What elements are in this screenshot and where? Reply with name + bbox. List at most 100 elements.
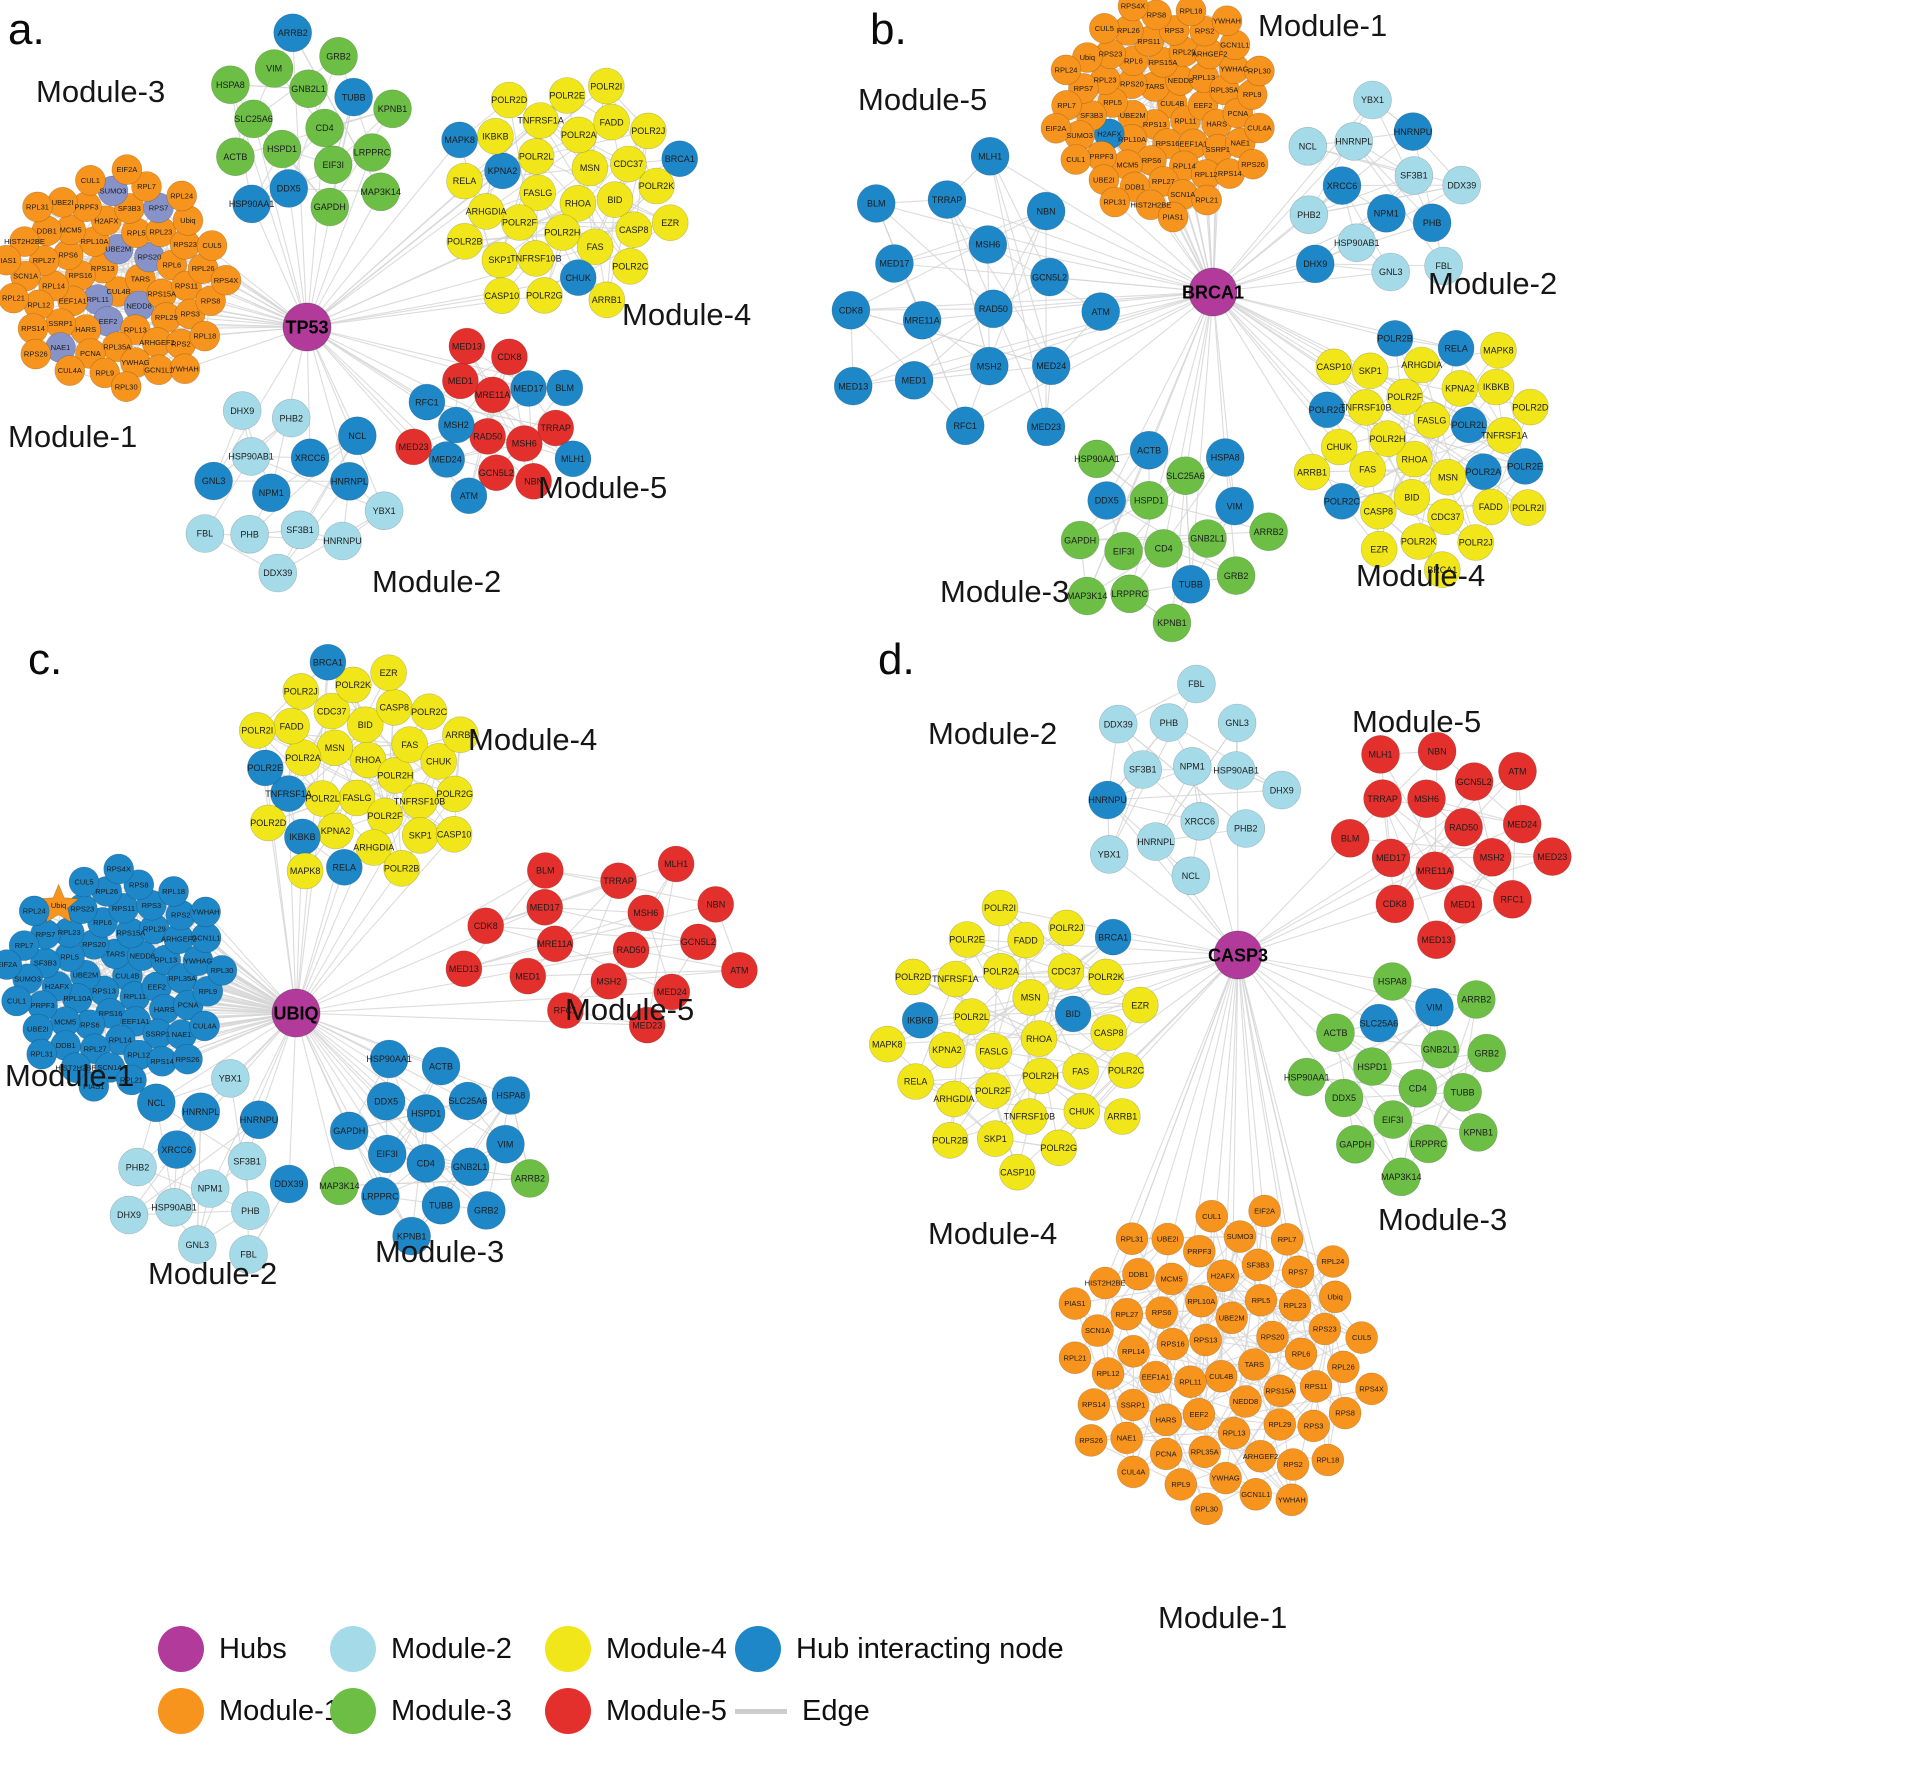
node-KPNA2[interactable]: [484, 152, 521, 190]
node-CUL5[interactable]: [68, 866, 100, 898]
node-RPL12[interactable]: [1091, 1357, 1125, 1390]
node-FADD[interactable]: [273, 707, 310, 745]
node-CUL4A[interactable]: [1244, 112, 1275, 144]
node-HNRNPL[interactable]: [1334, 122, 1374, 161]
node-EIF2A[interactable]: [0, 949, 23, 980]
node-MAPK8[interactable]: [1480, 331, 1517, 369]
hub-node-BRCA1[interactable]: [1188, 267, 1238, 317]
node-XRCC6[interactable]: [157, 1130, 197, 1169]
node-TNFRSF1A[interactable]: [270, 775, 307, 812]
node-POLR2F[interactable]: [1386, 378, 1424, 416]
node-RPS26[interactable]: [172, 1043, 203, 1075]
node-TNFRSF1A[interactable]: [1486, 417, 1523, 454]
node-FAS[interactable]: [391, 726, 429, 763]
node-GNL3[interactable]: [194, 461, 233, 501]
node-PHB2[interactable]: [118, 1147, 157, 1187]
node-TRRAP[interactable]: [1363, 779, 1402, 818]
node-FADD[interactable]: [1007, 921, 1044, 959]
node-ARRB2[interactable]: [1457, 980, 1496, 1019]
node-DHX9[interactable]: [1262, 770, 1301, 810]
node-MED17[interactable]: [1371, 838, 1411, 878]
node-POLR2G[interactable]: [1040, 1129, 1078, 1167]
node-POLR2H[interactable]: [1022, 1057, 1059, 1095]
node-RPL31[interactable]: [22, 191, 53, 223]
node-CDK8[interactable]: [1375, 884, 1415, 924]
node-CUL4A[interactable]: [189, 1010, 220, 1042]
node-ATM[interactable]: [450, 477, 488, 515]
node-RPS2[interactable]: [1276, 1448, 1310, 1481]
node-GCN1L1[interactable]: [190, 922, 222, 954]
node-GNB2L1[interactable]: [450, 1147, 490, 1187]
node-FAS[interactable]: [576, 228, 614, 265]
node-RPL27[interactable]: [1110, 1297, 1144, 1331]
node-XRCC6[interactable]: [1180, 801, 1219, 841]
node-BLM[interactable]: [1330, 818, 1370, 858]
node-PHB2[interactable]: [271, 398, 311, 438]
node-TNFRSF10B[interactable]: [1011, 1098, 1048, 1135]
node-RPL18[interactable]: [1311, 1443, 1345, 1477]
node-POLR2J[interactable]: [1048, 909, 1085, 947]
node-PIAS1[interactable]: [1157, 201, 1189, 233]
node-NBN[interactable]: [697, 886, 735, 923]
node-YBX1[interactable]: [1353, 80, 1392, 120]
node-CUL5[interactable]: [196, 230, 228, 261]
node-CUL1[interactable]: [75, 165, 106, 196]
node-TRRAP[interactable]: [600, 862, 637, 900]
node-TARS[interactable]: [1238, 1348, 1271, 1381]
node-BRCA1[interactable]: [1424, 551, 1461, 588]
node-MLH1[interactable]: [1361, 735, 1400, 774]
node-POLR2A[interactable]: [560, 116, 598, 154]
node-BLM[interactable]: [526, 852, 564, 889]
node-DHX9[interactable]: [222, 391, 262, 430]
node-SKP1[interactable]: [401, 817, 439, 854]
node-POLR2D[interactable]: [249, 804, 287, 842]
node-RHOA[interactable]: [559, 185, 597, 222]
node-TNFRSF1A[interactable]: [937, 960, 974, 998]
node-UBE2I[interactable]: [1151, 1222, 1184, 1256]
node-RPS23[interactable]: [1308, 1312, 1342, 1346]
node-MSH6[interactable]: [627, 894, 665, 932]
node-DHX9[interactable]: [109, 1195, 149, 1235]
node-EZR[interactable]: [651, 204, 689, 241]
node-PIAS1[interactable]: [1058, 1287, 1092, 1320]
node-ARHGDIA[interactable]: [467, 193, 505, 230]
node-SLC25A6[interactable]: [1359, 1003, 1399, 1043]
node-RPL24[interactable]: [18, 895, 50, 927]
node-POLR2B[interactable]: [446, 223, 484, 260]
node-HSPD1[interactable]: [406, 1094, 446, 1133]
node-ACTB[interactable]: [1129, 430, 1169, 470]
node-ARHGDIA[interactable]: [1403, 346, 1440, 384]
node-PIAS1[interactable]: [0, 244, 22, 276]
node-NBN[interactable]: [515, 462, 552, 500]
node-GNB2L1[interactable]: [1420, 1029, 1460, 1069]
node-CASP10[interactable]: [1315, 348, 1353, 386]
node-KPNA2[interactable]: [928, 1031, 966, 1069]
node-NPM1[interactable]: [251, 473, 291, 513]
node-GNL3[interactable]: [1217, 703, 1257, 743]
node-MED1[interactable]: [442, 362, 479, 400]
node-POLR2I[interactable]: [1509, 489, 1547, 526]
node-MAP3K14[interactable]: [1067, 576, 1107, 616]
node-PHB[interactable]: [1412, 203, 1452, 243]
node-RPS13[interactable]: [1189, 1323, 1222, 1357]
node-CDC37[interactable]: [1427, 498, 1464, 536]
node-RPS11[interactable]: [1299, 1370, 1333, 1403]
node-RPS6[interactable]: [1145, 1296, 1178, 1329]
node-CUL5[interactable]: [1089, 12, 1120, 44]
node-NPM1[interactable]: [1367, 194, 1406, 233]
node-EIF2A[interactable]: [1248, 1194, 1281, 1228]
node-CHUK[interactable]: [1063, 1092, 1101, 1130]
node-MAPK8[interactable]: [868, 1025, 906, 1063]
node-GRB2[interactable]: [1216, 556, 1256, 595]
node-FASLG[interactable]: [1413, 401, 1451, 439]
node-DHX9[interactable]: [1295, 244, 1335, 284]
node-DDB1[interactable]: [1122, 1257, 1155, 1291]
node-RAD50[interactable]: [612, 931, 650, 969]
node-TNFRSF10B[interactable]: [1347, 389, 1385, 426]
node-EZR[interactable]: [370, 654, 407, 692]
node-CDC37[interactable]: [313, 692, 351, 730]
node-RPL24[interactable]: [1050, 54, 1082, 86]
node-HIST2H2BE[interactable]: [1088, 1266, 1122, 1300]
node-RPL30[interactable]: [1190, 1492, 1223, 1526]
node-HNRNPU[interactable]: [323, 521, 362, 561]
